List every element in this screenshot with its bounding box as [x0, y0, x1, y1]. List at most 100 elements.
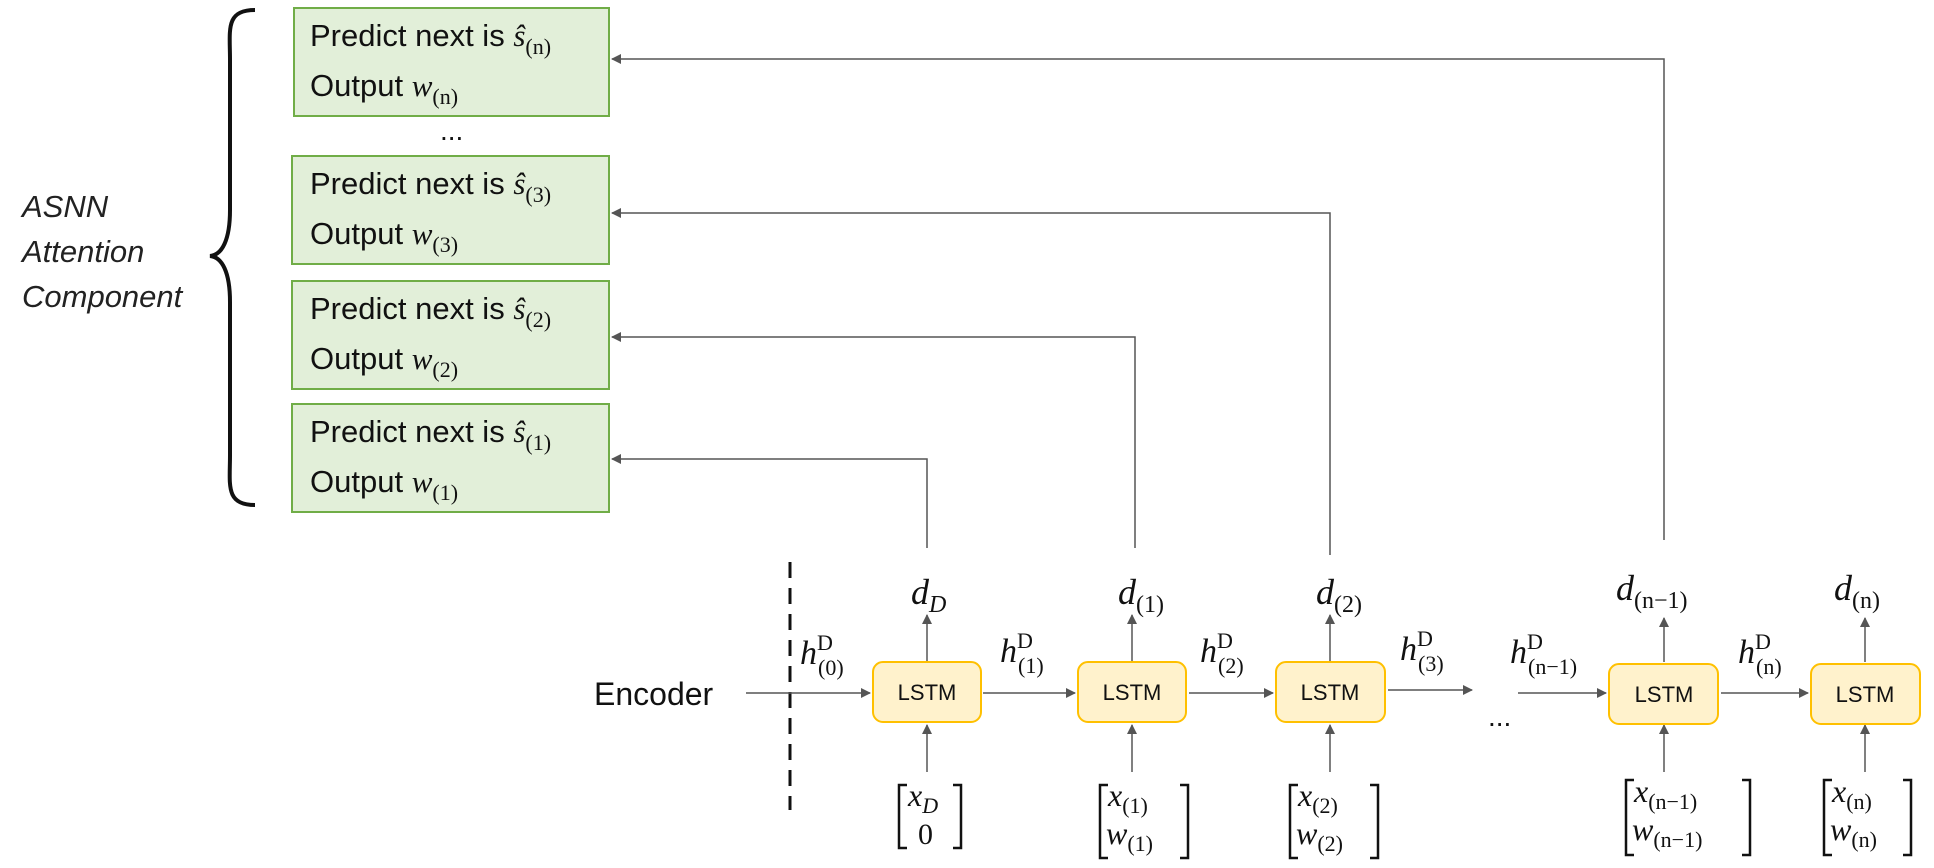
s-hat-symbol: ŝ: [513, 18, 526, 53]
d-base: d: [1616, 568, 1635, 608]
input-top-base: x: [1633, 773, 1648, 809]
lstm-cell-5: LSTM: [1810, 663, 1921, 725]
h-sub: (1): [1018, 653, 1044, 678]
attention-label-line-1: ASNN: [20, 189, 109, 224]
attention-box-2: Predict next is ŝ(2) Output w(2): [291, 280, 610, 390]
h-base: h: [1200, 633, 1217, 670]
svg-text:x(1): x(1): [1107, 777, 1148, 818]
svg-text:hD: hD: [1510, 629, 1543, 671]
svg-text:w(1): w(1): [1106, 815, 1153, 856]
svg-text:w(n−1): w(n−1): [1632, 811, 1702, 852]
input-bottom-base: w: [1296, 815, 1318, 851]
svg-text:Output w(1): Output w(1): [310, 464, 458, 505]
w-subscript: (n): [432, 84, 458, 109]
svg-text:x(n−1): x(n−1): [1633, 773, 1697, 814]
connector-d-D-to-box-1: [611, 454, 928, 548]
curly-brace: [209, 8, 256, 507]
s-hat-symbol: ŝ: [513, 291, 526, 326]
hidden-state-h0: hD (0): [800, 630, 844, 680]
output-label-d1: d(1): [1118, 572, 1164, 618]
w-subscript: (3): [432, 232, 458, 257]
input-top-base: x: [1831, 773, 1846, 809]
d-base: d: [1316, 572, 1335, 612]
connector-d-n-1-to-box-n: [611, 54, 1665, 540]
lstm-cell-3: LSTM: [1275, 661, 1386, 723]
connector-d-1-to-box-2: [611, 332, 1136, 548]
h-sub: (2): [1218, 653, 1244, 678]
attention-label-line-2: Attention: [20, 234, 144, 269]
lstm-label: LSTM: [1301, 680, 1360, 705]
d-sub: (n−1): [1634, 588, 1688, 614]
h-sup: D: [1217, 628, 1233, 653]
attention-box-n: Predict next is ŝ(n) Output w(n): [293, 7, 610, 117]
h-base: h: [1738, 634, 1755, 671]
predict-text: Predict next is: [310, 18, 513, 53]
input-vector-3: [1288, 783, 1380, 860]
h-sup: D: [1417, 626, 1433, 651]
input-top-base: x: [1297, 777, 1312, 813]
svg-text:hD: hD: [1000, 628, 1033, 670]
h-base: h: [1000, 633, 1017, 670]
svg-text:Output w(3): Output w(3): [310, 216, 458, 257]
input-vector-5: [1822, 778, 1913, 857]
input-bottom-sub: (2): [1317, 831, 1343, 856]
hidden-state-h2: hD (2): [1200, 628, 1244, 678]
lstm-cell-1: LSTM: [872, 661, 982, 723]
lstm-label: LSTM: [898, 680, 957, 705]
attention-ellipsis: ...: [440, 115, 463, 146]
w-symbol: w: [412, 464, 433, 499]
input-bottom-base: w: [1106, 815, 1128, 851]
w-symbol: w: [412, 216, 433, 251]
input-bottom-base: w: [1632, 811, 1654, 847]
hidden-state-h-n-1: hD (n−1): [1510, 629, 1577, 679]
input-bottom-sub: (1): [1127, 831, 1153, 856]
output-label-d2: d(2): [1316, 572, 1362, 618]
s-hat-symbol: ŝ: [513, 414, 526, 449]
s-hat-subscript: (2): [525, 307, 551, 332]
hidden-state-hn: hD (n): [1738, 629, 1782, 679]
svg-text:Predict next is ŝ(n): Predict next is ŝ(n): [310, 18, 551, 59]
d-sub: (n): [1852, 588, 1880, 614]
h-base: h: [1400, 631, 1417, 668]
lstm-label: LSTM: [1103, 680, 1162, 705]
svg-text:xD: xD: [907, 777, 938, 818]
h-sup: D: [1527, 629, 1543, 654]
input-vector-2: [1098, 783, 1190, 860]
input-bottom-sub: (n−1): [1653, 827, 1702, 852]
input-bottom-sub: (n): [1851, 827, 1877, 852]
input-bottom-base: w: [1830, 811, 1852, 847]
h-sub: (n−1): [1528, 654, 1577, 679]
lstm-label: LSTM: [1836, 682, 1895, 707]
input-top-sub: (1): [1122, 793, 1148, 818]
d-sub: (1): [1136, 592, 1164, 618]
h-sup: D: [817, 630, 833, 655]
encoder-label: Encoder: [594, 676, 714, 712]
input-top-sub: (n): [1846, 789, 1872, 814]
connector-d-2-to-box-3: [611, 208, 1331, 555]
predict-text: Predict next is: [310, 166, 513, 201]
d-base: d: [1118, 572, 1137, 612]
svg-text:w(n): w(n): [1830, 811, 1877, 852]
hidden-state-h1: hD (1): [1000, 628, 1044, 678]
w-subscript: (2): [432, 357, 458, 382]
input-bottom-base: 0: [918, 818, 933, 851]
attention-box-3: Predict next is ŝ(3) Output w(3): [291, 155, 610, 265]
output-text: Output: [310, 341, 412, 376]
svg-text:hD: hD: [1738, 629, 1771, 671]
output-label-d-n-1: d(n−1): [1616, 568, 1688, 614]
s-hat-subscript: (n): [525, 34, 551, 59]
svg-text:Predict next is ŝ(3): Predict next is ŝ(3): [310, 166, 551, 207]
d-sub: D: [928, 592, 946, 618]
output-text: Output: [310, 464, 412, 499]
h-sub: (3): [1418, 651, 1444, 676]
input-top-base: x: [1107, 777, 1122, 813]
d-sub: (2): [1334, 592, 1362, 618]
decoder-ellipsis: ...: [1488, 701, 1511, 732]
d-base: d: [1834, 568, 1853, 608]
lstm-label: LSTM: [1635, 682, 1694, 707]
input-top-sub: (n−1): [1648, 789, 1697, 814]
svg-text:Predict next is ŝ(1): Predict next is ŝ(1): [310, 414, 551, 455]
w-subscript: (1): [432, 480, 458, 505]
attention-box-1: Predict next is ŝ(1) Output w(1): [291, 403, 610, 513]
